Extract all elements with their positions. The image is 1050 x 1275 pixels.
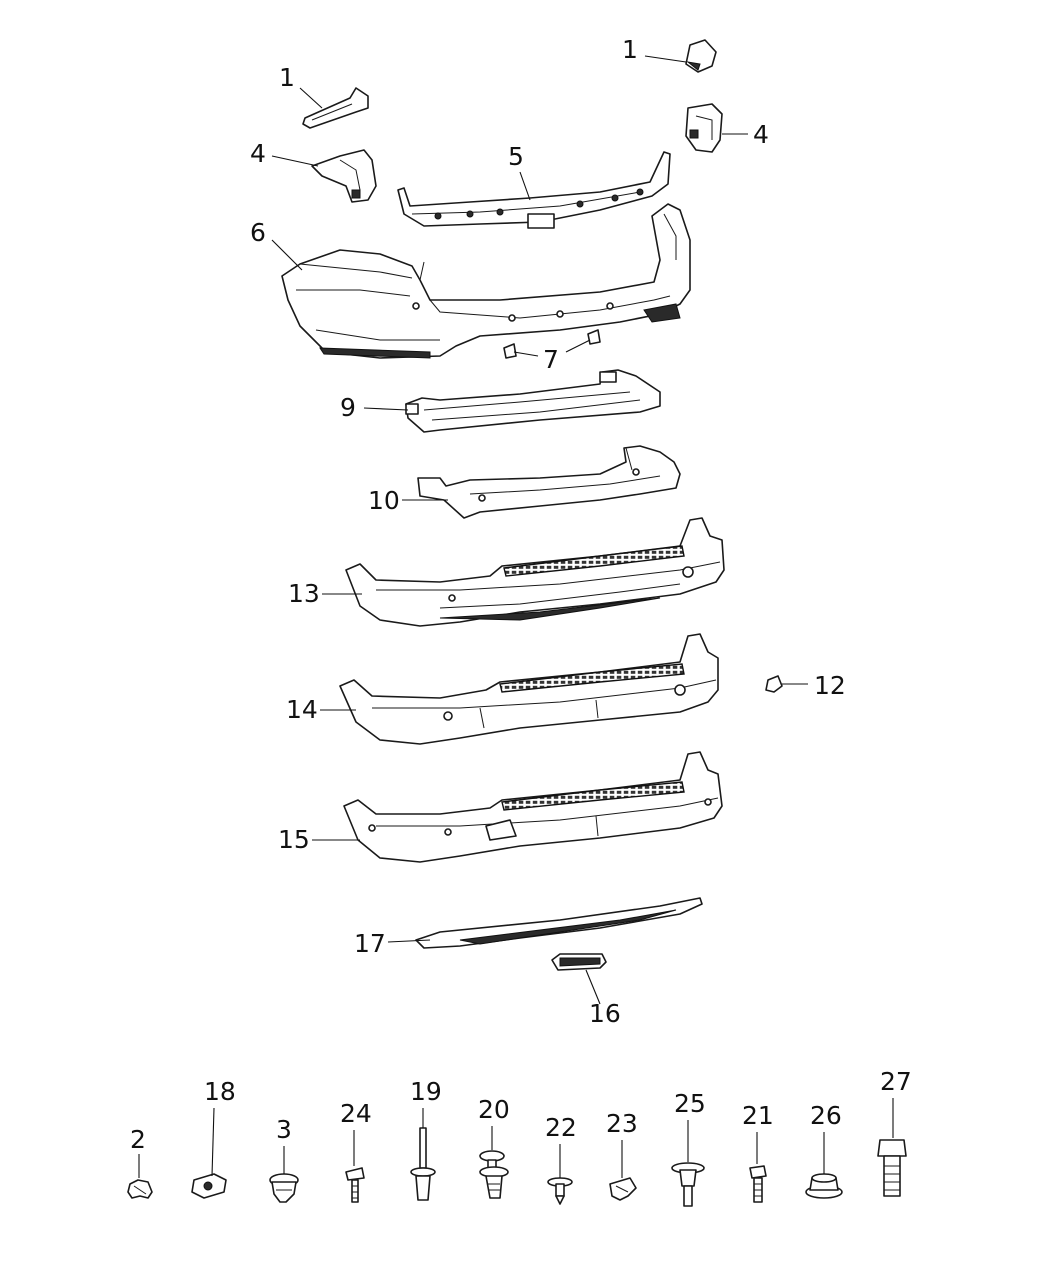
callout-label: 2 <box>130 1125 146 1154</box>
part-5-upper-reinforcement <box>397 151 671 229</box>
callout-7: 7 <box>513 339 591 374</box>
callout-9: 9 <box>340 393 409 422</box>
part-13-bumper-fascia <box>345 517 725 627</box>
callout-label: 16 <box>589 999 621 1028</box>
callout-label: 17 <box>354 929 386 958</box>
callout-label: 4 <box>250 139 266 168</box>
callout-label: 24 <box>340 1099 372 1128</box>
callout-label: 9 <box>340 393 356 422</box>
part-15-bumper-fascia <box>343 751 723 863</box>
part-1-right-bracket <box>685 39 717 73</box>
fastener-25: 25 <box>671 1089 706 1207</box>
callout-10: 10 <box>368 486 448 515</box>
part-10-lower-beam <box>417 445 681 519</box>
part-16-reflector <box>551 953 607 971</box>
callout-label: 26 <box>810 1101 842 1130</box>
callout-label: 6 <box>250 218 266 247</box>
part-17-lower-diffuser <box>415 897 703 949</box>
callout-17: 17 <box>354 929 431 958</box>
fastener-26: 26 <box>805 1101 843 1199</box>
callout-label: 12 <box>814 671 846 700</box>
callout-14: 14 <box>286 695 356 724</box>
fastener-24: 24 <box>340 1099 372 1203</box>
callout-label: 22 <box>545 1113 577 1142</box>
callout-label: 15 <box>278 825 310 854</box>
callout-label: 14 <box>286 695 318 724</box>
part-7-clip-left <box>503 343 517 359</box>
callout-label: 1 <box>622 35 638 64</box>
callout-label: 1 <box>279 63 295 92</box>
part-6-bumper-fascia <box>281 203 691 359</box>
fastener-20: 20 <box>478 1095 510 1199</box>
callout-label: 20 <box>478 1095 510 1124</box>
callout-1-left: 1 <box>279 63 323 109</box>
callout-label: 23 <box>606 1109 638 1138</box>
callout-label: 18 <box>204 1077 236 1106</box>
part-7-clip-right <box>587 329 601 345</box>
part-14-bumper-fascia <box>339 633 719 745</box>
fastener-27: 27 <box>877 1067 912 1197</box>
fastener-21: 21 <box>742 1101 774 1203</box>
part-12-clip <box>765 675 783 693</box>
callout-label: 19 <box>410 1077 442 1106</box>
fastener-18: 18 <box>191 1077 236 1199</box>
callout-label: 27 <box>880 1067 912 1096</box>
fastener-22: 22 <box>545 1113 577 1205</box>
callout-15: 15 <box>278 825 360 854</box>
callout-label: 3 <box>276 1115 292 1144</box>
part-9-impact-bar <box>405 369 661 433</box>
callout-label: 25 <box>674 1089 706 1118</box>
fastener-19: 19 <box>410 1077 442 1201</box>
callout-label: 5 <box>508 142 524 171</box>
callout-5: 5 <box>508 142 531 201</box>
callout-4-right: 4 <box>722 120 769 149</box>
part-4-left-bracket <box>311 149 377 203</box>
callout-6: 6 <box>250 218 303 271</box>
fastener-3: 3 <box>269 1115 299 1203</box>
callout-label: 10 <box>368 486 400 515</box>
fastener-23: 23 <box>606 1109 638 1201</box>
callout-label: 13 <box>288 579 320 608</box>
callout-label: 7 <box>543 345 559 374</box>
callout-label: 4 <box>753 120 769 149</box>
callout-13: 13 <box>288 579 362 608</box>
part-4-right-bracket <box>685 103 723 153</box>
callout-16: 16 <box>585 969 621 1028</box>
callout-4-left: 4 <box>250 139 319 168</box>
callout-12: 12 <box>782 671 846 700</box>
callout-label: 21 <box>742 1101 774 1130</box>
callout-1-right: 1 <box>622 35 687 64</box>
fastener-2: 2 <box>127 1125 153 1199</box>
part-1-left-bracket <box>302 87 369 129</box>
